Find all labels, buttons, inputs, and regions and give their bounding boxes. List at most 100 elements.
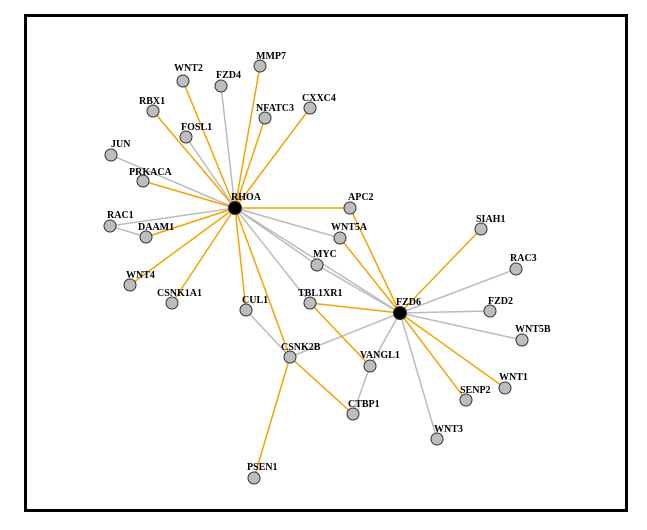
node-label-ctbp1: CTBP1 bbox=[348, 399, 380, 410]
node-tbl1xr1[interactable] bbox=[303, 296, 317, 310]
edge-fzd6-fzd2 bbox=[399, 310, 491, 314]
node-cxxc4[interactable] bbox=[303, 101, 317, 115]
edge-rhoa-csnk1a1 bbox=[171, 207, 236, 304]
edge-rhoa-cxxc4 bbox=[234, 107, 311, 209]
node-label-wnt1: WNT1 bbox=[499, 372, 528, 383]
edge-rhoa-prkaca bbox=[142, 180, 236, 209]
edge-fzd6-apc2 bbox=[349, 207, 401, 314]
node-label-cul1: CUL1 bbox=[242, 295, 268, 306]
edge-rhoa-daam1 bbox=[145, 207, 236, 238]
node-label-wnt5a: WNT5A bbox=[331, 222, 368, 233]
node-cul1[interactable] bbox=[239, 303, 253, 317]
node-label-wnt2: WNT2 bbox=[174, 63, 203, 74]
node-fzd2[interactable] bbox=[483, 304, 497, 318]
edge-rhoa-wnt4 bbox=[129, 207, 236, 286]
node-label-apc2: APC2 bbox=[348, 192, 374, 203]
node-label-prkaca: PRKACA bbox=[129, 167, 173, 178]
edge-fzd6-myc bbox=[316, 264, 401, 314]
edge-fzd6-wnt1 bbox=[399, 312, 506, 389]
node-label-wnt3: WNT3 bbox=[434, 424, 463, 435]
node-label-tbl1xr1: TBL1XR1 bbox=[298, 288, 342, 299]
node-wnt3[interactable] bbox=[430, 432, 444, 446]
node-ctbp1[interactable] bbox=[346, 407, 360, 421]
edge-fzd6-wnt5b bbox=[399, 312, 523, 341]
node-prkaca[interactable] bbox=[136, 174, 150, 188]
edge-cul1-csnk2b bbox=[245, 309, 291, 358]
node-label-wnt5b: WNT5B bbox=[515, 324, 551, 335]
node-rhoa[interactable] bbox=[228, 201, 242, 215]
node-label-jun: JUN bbox=[111, 139, 131, 150]
node-jun[interactable] bbox=[104, 148, 118, 162]
node-fzd4[interactable] bbox=[214, 79, 228, 93]
node-vangl1[interactable] bbox=[363, 359, 377, 373]
node-label-daam1: DAAM1 bbox=[138, 222, 174, 233]
node-label-fzd4: FZD4 bbox=[216, 70, 241, 81]
node-wnt5a[interactable] bbox=[333, 231, 347, 245]
node-psen1[interactable] bbox=[247, 471, 261, 485]
edge-rhoa-jun bbox=[110, 154, 236, 209]
node-wnt2[interactable] bbox=[176, 74, 190, 88]
edge-rhoa-csnk2b bbox=[234, 207, 291, 358]
node-label-siah1: SIAH1 bbox=[476, 214, 505, 225]
edge-fzd6-tbl1xr1 bbox=[309, 302, 401, 314]
edge-fzd6-rac3 bbox=[399, 268, 517, 314]
node-label-rbx1: RBX1 bbox=[139, 96, 165, 107]
node-wnt5b[interactable] bbox=[515, 333, 529, 347]
edge-rhoa-tbl1xr1 bbox=[234, 207, 311, 304]
edge-tbl1xr1-vangl1 bbox=[309, 302, 371, 367]
edge-fzd6-wnt3 bbox=[399, 312, 438, 440]
node-nfatc3[interactable] bbox=[258, 111, 272, 125]
node-label-wnt4: WNT4 bbox=[126, 270, 155, 281]
node-label-fzd6: FZD6 bbox=[396, 297, 421, 308]
edge-vangl1-ctbp1 bbox=[352, 365, 371, 415]
edge-rhoa-cul1 bbox=[234, 207, 247, 311]
node-label-myc: MYC bbox=[313, 249, 337, 260]
node-label-mmp7: MMP7 bbox=[256, 51, 286, 62]
node-label-rhoa: RHOA bbox=[231, 192, 262, 203]
node-mmp7[interactable] bbox=[253, 59, 267, 73]
node-rac1[interactable] bbox=[103, 219, 117, 233]
diagram-frame bbox=[24, 14, 628, 512]
node-myc[interactable] bbox=[310, 258, 324, 272]
edge-rhoa-mmp7 bbox=[234, 65, 261, 209]
node-label-csnk1a1: CSNK1A1 bbox=[157, 288, 202, 299]
node-daam1[interactable] bbox=[139, 230, 153, 244]
edge-fzd6-senp2 bbox=[399, 312, 467, 401]
node-siah1[interactable] bbox=[474, 222, 488, 236]
node-csnk2b[interactable] bbox=[283, 350, 297, 364]
edge-fzd6-siah1 bbox=[399, 228, 482, 314]
edge-csnk2b-ctbp1 bbox=[289, 356, 354, 415]
node-label-vangl1: VANGL1 bbox=[360, 350, 400, 361]
node-label-rac3: RAC3 bbox=[510, 253, 537, 264]
node-apc2[interactable] bbox=[343, 201, 357, 215]
edge-rhoa-fosl1 bbox=[185, 136, 236, 209]
edge-fzd6-vangl1 bbox=[369, 312, 401, 367]
node-rac3[interactable] bbox=[509, 262, 523, 276]
node-csnk1a1[interactable] bbox=[165, 296, 179, 310]
node-label-fzd2: FZD2 bbox=[488, 296, 513, 307]
node-wnt4[interactable] bbox=[123, 278, 137, 292]
node-label-psen1: PSEN1 bbox=[247, 462, 278, 473]
edge-rhoa-nfatc3 bbox=[234, 117, 266, 209]
edge-csnk2b-psen1 bbox=[253, 356, 291, 479]
edge-rhoa-fzd4 bbox=[220, 85, 236, 209]
edge-rhoa-rac1 bbox=[109, 207, 236, 227]
node-rbx1[interactable] bbox=[146, 104, 160, 118]
edge-rhoa-wnt5a bbox=[234, 207, 341, 239]
node-wnt1[interactable] bbox=[498, 381, 512, 395]
node-fzd6[interactable] bbox=[393, 306, 407, 320]
node-layer bbox=[103, 59, 529, 485]
label-layer: RHOAFZD6WNT2MMP7FZD4RBX1NFATC3CXXC4FOSL1… bbox=[107, 51, 551, 473]
node-label-csnk2b: CSNK2B bbox=[281, 342, 321, 353]
edge-rhoa-rbx1 bbox=[152, 110, 236, 209]
edge-layer bbox=[109, 65, 523, 479]
node-label-fosl1: FOSL1 bbox=[181, 122, 212, 133]
edge-fzd6-wnt5a bbox=[339, 237, 401, 314]
node-label-rac1: RAC1 bbox=[107, 210, 134, 221]
node-label-nfatc3: NFATC3 bbox=[256, 103, 294, 114]
node-label-senp2: SENP2 bbox=[460, 385, 491, 396]
node-fosl1[interactable] bbox=[179, 130, 193, 144]
edge-rhoa-wnt2 bbox=[182, 80, 236, 209]
node-senp2[interactable] bbox=[459, 393, 473, 407]
